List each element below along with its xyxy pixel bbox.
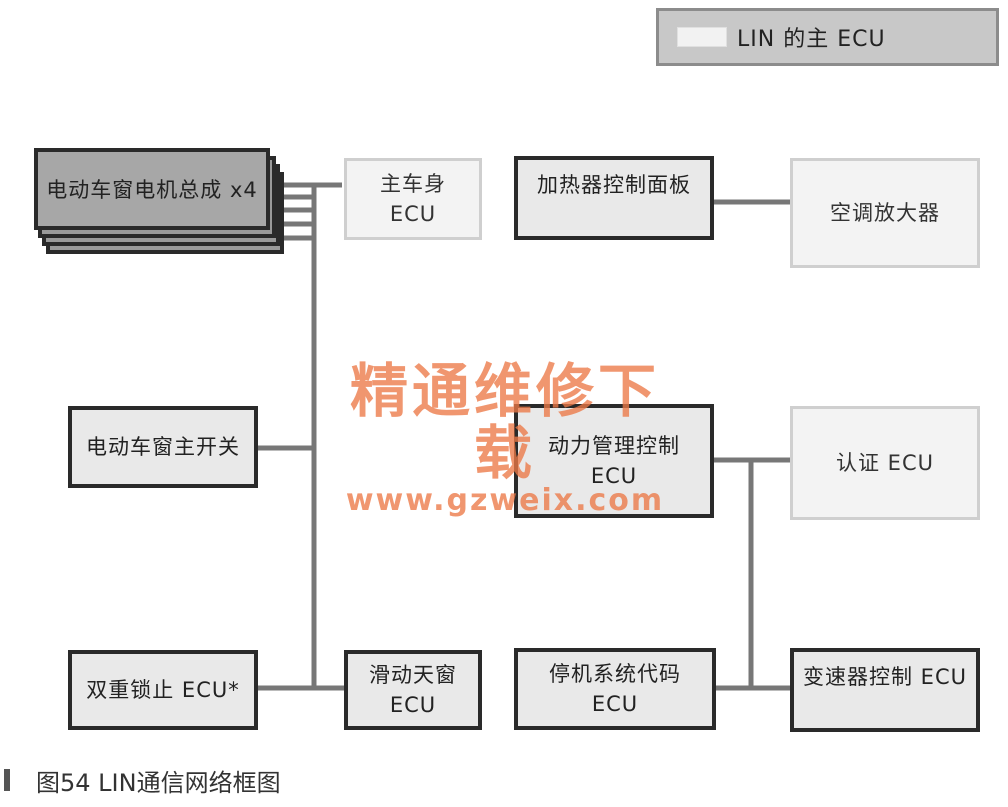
node-label-line1: 滑动天窗 xyxy=(369,663,457,687)
node-sliding-sunroof-ecu: 滑动天窗 ECU xyxy=(344,650,482,730)
caption-text: 图54 LIN通信网络框图 xyxy=(36,768,281,797)
node-label-line2: ECU xyxy=(389,693,437,717)
node-label: 加热器控制面板 xyxy=(537,173,691,197)
node-transmission-control-ecu: 变速器控制 ECU xyxy=(790,648,980,732)
legend-swatch xyxy=(677,27,727,47)
caption-marker xyxy=(4,769,10,791)
figure-caption: 图54 LIN通信网络框图 xyxy=(0,760,281,800)
legend-label: LIN 的主 ECU xyxy=(737,27,886,52)
node-label: 认证 ECU xyxy=(836,451,934,475)
node-immobiliser-code-ecu: 停机系统代码 ECU xyxy=(514,648,716,730)
node-certification-ecu: 认证 ECU xyxy=(790,406,980,520)
node-label: 电动车窗主开关 xyxy=(86,435,240,459)
node-main-body-ecu: 主车身 ECU xyxy=(344,158,482,240)
node-power-window-master-switch: 电动车窗主开关 xyxy=(68,406,258,488)
node-power-window-motor: 电动车窗电机总成 x4 xyxy=(34,148,270,230)
node-label: 变速器控制 ECU xyxy=(803,665,967,689)
node-power-management-ecu: 动力管理控制 ECU xyxy=(514,404,714,518)
node-double-lock-ecu: 双重锁止 ECU* xyxy=(68,650,258,730)
node-heater-control-panel: 加热器控制面板 xyxy=(514,156,714,240)
node-label-line2: ECU xyxy=(590,464,638,488)
node-label: 空调放大器 xyxy=(830,201,940,225)
node-ac-amplifier: 空调放大器 xyxy=(790,158,980,268)
node-label: 电动车窗电机总成 x4 xyxy=(46,178,258,202)
legend-master-ecu: LIN 的主 ECU xyxy=(656,8,999,66)
node-label: 双重锁止 ECU* xyxy=(86,678,240,702)
node-label-line1: 主车身 xyxy=(380,172,446,196)
node-label-line2: ECU xyxy=(389,202,437,226)
node-label-line2: ECU xyxy=(591,692,639,716)
node-label-line1: 停机系统代码 xyxy=(549,662,681,686)
node-label-line1: 动力管理控制 xyxy=(548,434,680,458)
